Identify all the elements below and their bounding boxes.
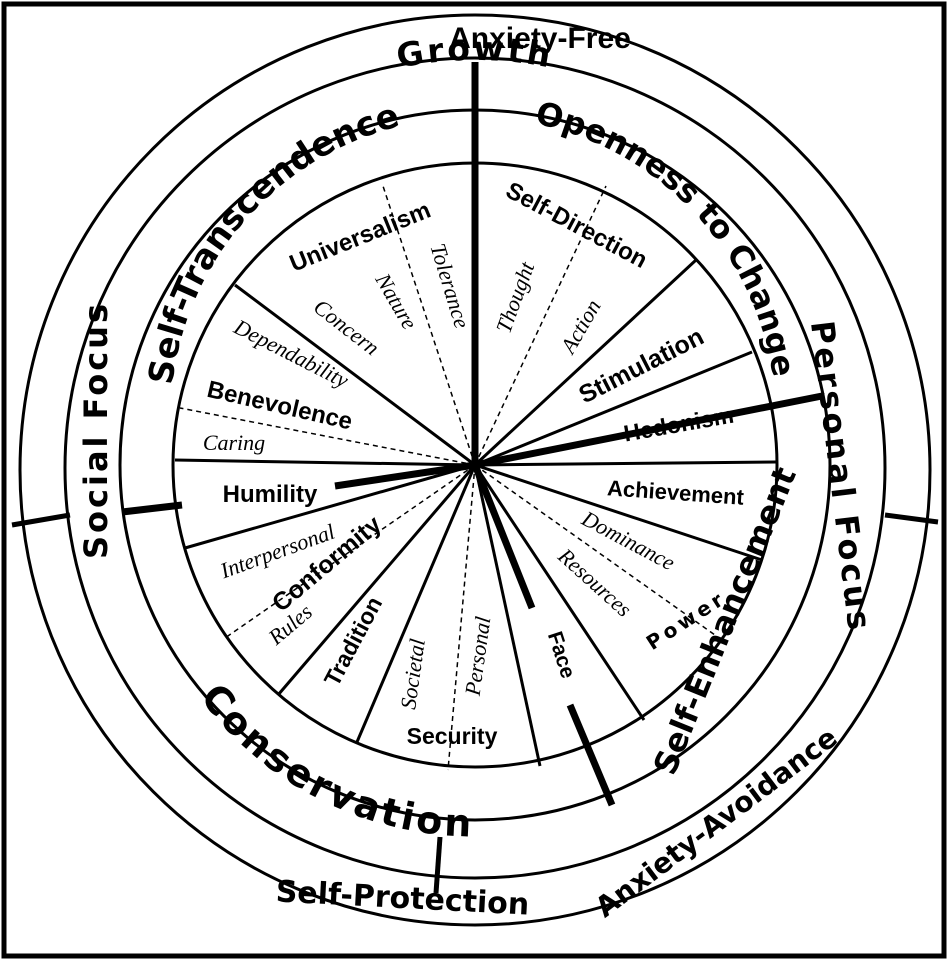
outer-dividers (11, 512, 939, 894)
tolerance-label: Tolerance (425, 240, 474, 331)
wedge-dividers (121, 62, 823, 807)
achievement-label: Achievement (606, 475, 745, 510)
personal-focus-label: Personal Focus (803, 319, 879, 635)
self-protection-label: Self-Protection (275, 874, 530, 922)
universalism-label: Universalism (286, 197, 435, 278)
resources-label: Resources (553, 542, 637, 621)
hedonism-label: Hedonism (622, 402, 736, 447)
societal-label: Societal (395, 637, 430, 711)
anxiety-free-label: Anxiety-Free (449, 22, 631, 55)
face-label: Face (543, 629, 580, 682)
caring-label: Caring (203, 430, 265, 455)
nature-label: Nature (370, 268, 422, 334)
outer-ring (18, 13, 932, 927)
svg-text:Conservation: Conservation (192, 675, 475, 845)
subtype-dividers (179, 182, 723, 771)
humility-label: Humility (223, 481, 318, 508)
conservation-label: Conservation (192, 675, 475, 845)
social-focus-label: Social Focus (77, 301, 115, 559)
middle-ring (63, 56, 887, 880)
thought-label: Thought (491, 258, 540, 336)
anxiety-avoidance-label: Anxiety-Avoidance (589, 721, 843, 924)
personal-label: Personal (460, 615, 496, 698)
security-label: Security (407, 723, 498, 749)
self-direction-label: Self-Direction (501, 177, 651, 274)
